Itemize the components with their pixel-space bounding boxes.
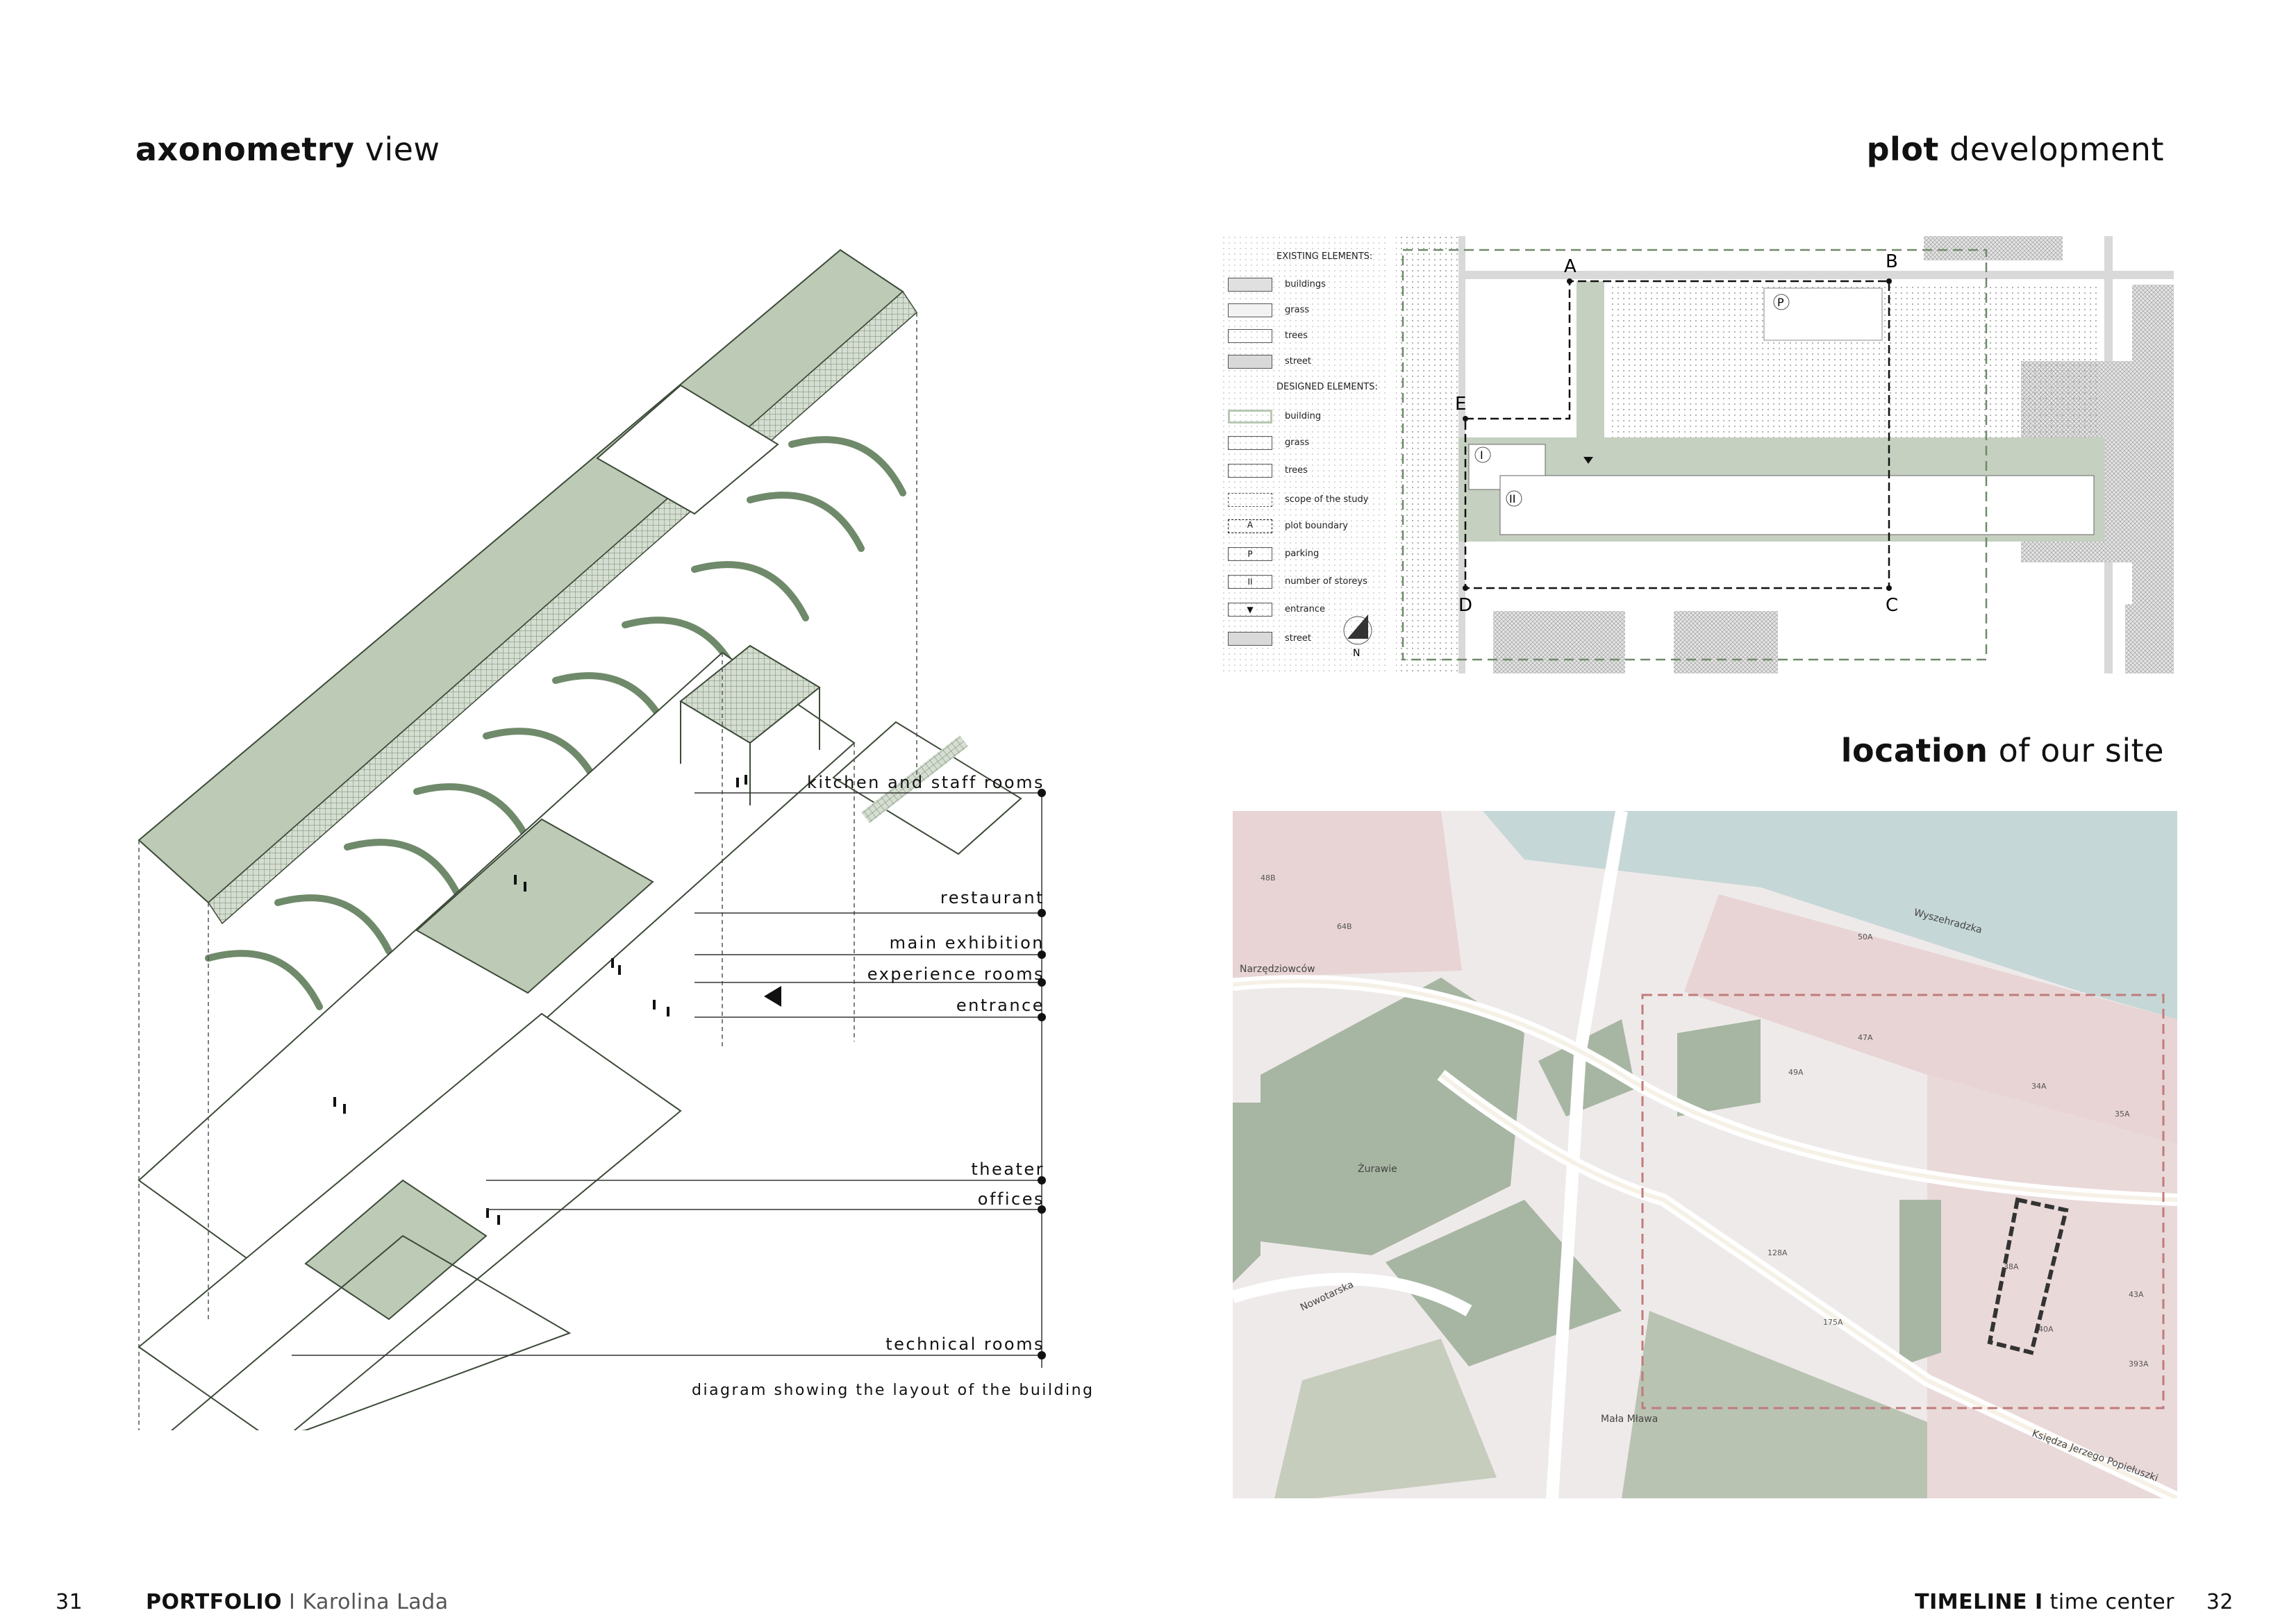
legend-swatch-entrance: ▼ [1228,603,1272,617]
legend-swatch-plot-boundary: A [1228,519,1272,533]
legend-d-parking: parking [1285,549,1320,559]
legend-swatch-grass [1228,303,1272,317]
legend-buildings: buildings [1285,279,1326,290]
legend-symbol-p: P [1247,549,1253,559]
north-label: N [1353,648,1360,659]
entrance-marker [764,986,781,1007]
map-bldg-393a: 393A [2129,1359,2149,1368]
map-bldg-48b: 48B [1261,873,1276,882]
legend-swatch-d-street [1228,632,1272,646]
legend-swatch-building [1228,410,1272,424]
theater-block [304,1179,488,1321]
layer-label-theater: theater [971,1160,1045,1179]
legend-swatch-d-trees [1228,464,1272,478]
layer-label-experience-rooms: experience rooms [867,964,1045,984]
map-bldg-50a: 50A [1858,932,1873,941]
map-bldg-43a: 43A [2129,1290,2144,1299]
legend-swatch-parking: P [1228,547,1272,561]
legend-swatch-buildings [1228,278,1272,292]
axonometry-drawing [138,249,1022,1430]
location-title: location of our site [1840,732,2164,769]
legend-street: street [1285,356,1312,367]
technical-floor [170,1234,572,1430]
storey-marker-1: I [1480,449,1483,462]
layer-label-main-exhibition: main exhibition [889,933,1045,953]
legend-grass: grass [1285,305,1310,315]
legend-d-grass: grass [1285,437,1310,448]
map-bldg-38a: 38A [2004,1262,2019,1271]
map-label-mala-mlawa: Mała Mława [1601,1414,1658,1425]
map-bldg-175a: 175A [1823,1318,1843,1327]
legend-designed-heading: DESIGNED ELEMENTS: [1276,382,1378,392]
storey-marker-2: II [1509,492,1515,505]
map-water [1483,811,2177,1019]
legend-trees: trees [1285,330,1308,341]
map-label-zurawie: Żurawie [1358,1162,1397,1175]
layer-label-restaurant: restaurant [940,888,1045,907]
legend-d-storeys: number of storeys [1285,576,1367,587]
legend-swatch-trees [1228,329,1272,343]
map-bldg-49a: 49A [1788,1068,1804,1077]
map-street-narzedziowcow: Narzędziowców [1240,964,1315,975]
axonometry-caption: diagram showing the layout of the buildi… [692,1382,1095,1399]
map-bldg-34a: 34A [2031,1082,2047,1091]
legend-swatch-street [1228,355,1272,369]
map-study-area [1641,994,2165,1409]
map-bldg-40a: 40A [2038,1325,2054,1334]
plot-development-title: plot development [1866,131,2164,168]
exhibition-hall-block [415,818,654,994]
restaurant-block [832,721,1022,855]
plot-point-b: B [1886,251,1898,272]
people-figures [333,775,747,1225]
axonometry-title: axonometry view [135,131,440,168]
plot-point-e: E [1455,394,1466,415]
timeline-footer: TIMELINE I time center [1915,1590,2174,1614]
map-bldg-64b: 64B [1337,922,1352,931]
legend-d-scope: scope of the study [1285,494,1369,505]
map-bldg-35a: 35A [2115,1110,2130,1119]
legend-d-plot-boundary: plot boundary [1285,521,1348,531]
entrance-triangle [1583,457,1593,464]
layer-label-technical-rooms: technical rooms [885,1334,1045,1354]
legend-symbol-a: A [1247,520,1254,530]
plot-development-plan: A B C D E P I II N [1222,236,2174,673]
page-number-right: 32 [2206,1590,2233,1614]
layer-label-kitchen: kitchen and staff rooms [806,773,1045,792]
plot-point-d: D [1458,595,1472,616]
roof-opening [596,384,779,515]
plot-point-c: C [1886,595,1898,616]
legend-swatch-scope [1228,493,1272,507]
legend-d-building: building [1285,411,1322,421]
legend-existing-heading: EXISTING ELEMENTS: [1276,251,1373,262]
layer-label-offices: offices [977,1189,1045,1209]
parking-marker: P [1777,296,1784,309]
plot-point-a: A [1564,256,1577,277]
legend-swatch-d-grass [1228,436,1272,450]
legend-swatch-storeys: II [1228,575,1272,589]
north-arrow-icon [1347,614,1368,639]
legend-d-entrance: entrance [1285,604,1326,614]
location-map: Narzędziowców Księdza Jerzego Popiełuszk… [1233,811,2177,1498]
restaurant-window-band [861,735,969,823]
page-number-left: 31 [56,1590,83,1614]
map-bldg-128a: 128A [1767,1248,1788,1257]
map-bldg-47a: 47A [1858,1033,1873,1042]
map-site-outline [1987,1197,2069,1355]
legend-d-trees: trees [1285,465,1308,476]
legend-symbol-ii: II [1247,577,1253,587]
legend-d-street: street [1285,633,1312,644]
portfolio-footer: PORTFOLIO I Karolina Lada [146,1590,449,1614]
layer-label-entrance: entrance [956,996,1045,1015]
leader-lines [292,789,1046,1368]
